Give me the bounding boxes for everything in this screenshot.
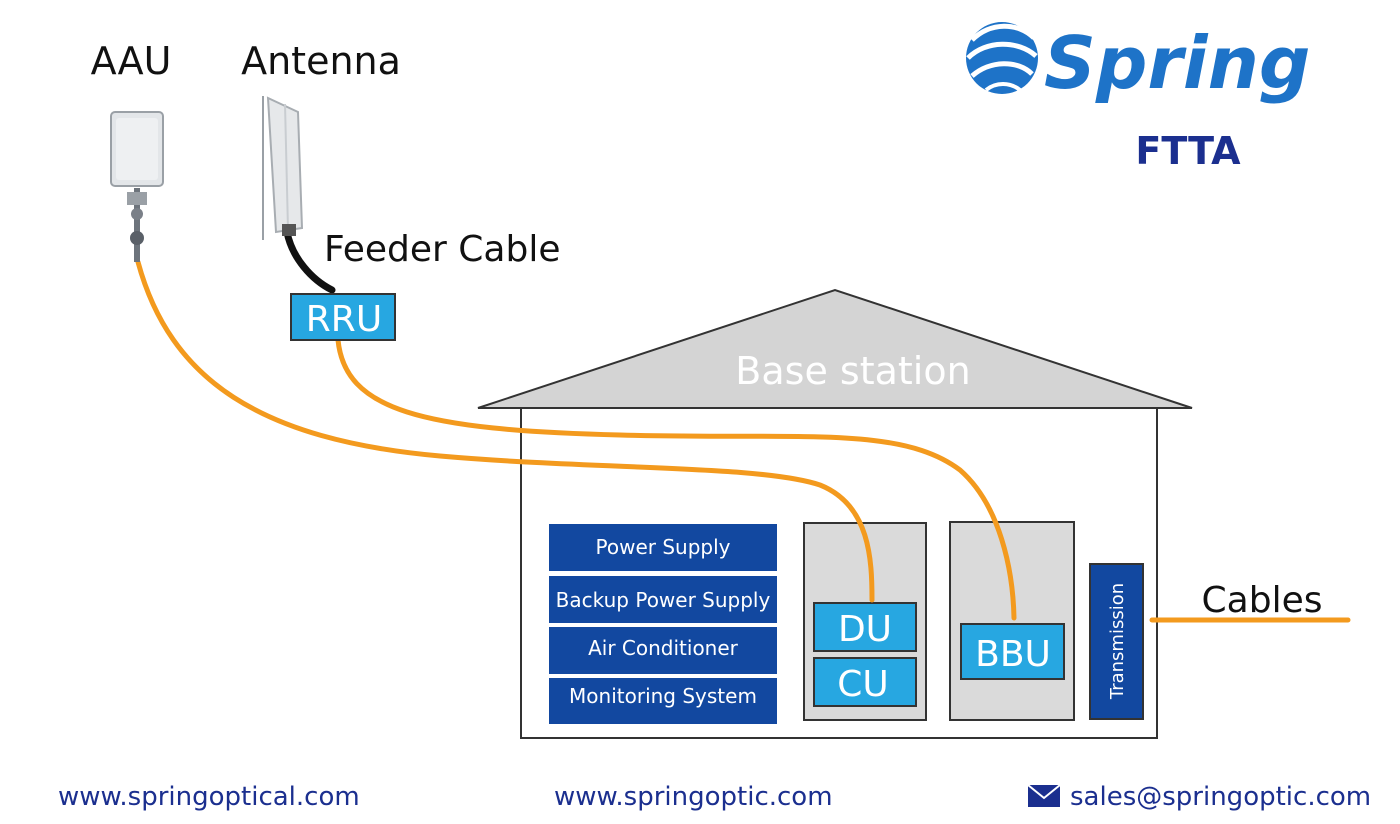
power-supply-label: Power Supply <box>596 535 731 559</box>
rru-label: RRU <box>306 299 382 340</box>
bbu-label: BBU <box>975 634 1051 675</box>
transmission-box <box>1089 563 1144 720</box>
footer: www.springoptical.com www.springoptic.co… <box>58 782 1371 812</box>
ftta-title: FTTA <box>1135 129 1241 173</box>
aau-label: AAU <box>91 39 172 83</box>
cables-label: Cables <box>1202 580 1323 621</box>
footer-email[interactable]: sales@springoptic.com <box>1070 782 1371 812</box>
air-conditioner-label: Air Conditioner <box>588 636 739 660</box>
air-conditioner-block <box>549 627 777 674</box>
power-supply-block <box>549 524 777 571</box>
fiber-cables <box>135 259 1351 623</box>
aau-device-icon <box>110 111 164 262</box>
monitoring-system-block <box>549 678 777 724</box>
bbu-rack-frame <box>949 521 1075 721</box>
rru-to-bbu-fiber <box>335 337 1017 621</box>
rru: RRU <box>290 293 396 341</box>
du-box <box>813 602 917 652</box>
spring-logo: Spring <box>966 21 1310 105</box>
feeder-cable-label: Feeder Cable <box>324 229 560 270</box>
spring-logo-icon <box>966 22 1038 94</box>
antenna-device-icon <box>262 96 304 240</box>
aau-to-du-fiber <box>135 259 875 603</box>
feeder-cable <box>283 228 336 294</box>
bbu-box <box>960 623 1065 680</box>
transmission-label: Transmission <box>1107 583 1128 700</box>
backup-power-supply-label: Backup Power Supply <box>556 588 771 612</box>
cu-box <box>813 657 917 707</box>
cu-label: CU <box>837 664 889 705</box>
mail-icon <box>1027 784 1061 807</box>
monitoring-system-label: Monitoring System <box>569 684 757 708</box>
footer-site-springoptical[interactable]: www.springoptical.com <box>58 782 360 812</box>
transmission-unit: Transmission <box>1089 563 1144 720</box>
base-station-label: Base station <box>735 349 970 393</box>
facility-stack: Power Supply Backup Power Supply Air Con… <box>549 524 777 724</box>
du-label: DU <box>838 609 892 650</box>
antenna-label: Antenna <box>241 39 401 83</box>
brand-name: Spring <box>1044 21 1310 105</box>
du-cu-rack: DU CU <box>803 522 927 721</box>
bbu-rack: BBU <box>949 521 1075 721</box>
rru-box <box>290 293 396 341</box>
backup-power-supply-block <box>549 576 777 623</box>
footer-site-springoptic[interactable]: www.springoptic.com <box>554 782 833 812</box>
